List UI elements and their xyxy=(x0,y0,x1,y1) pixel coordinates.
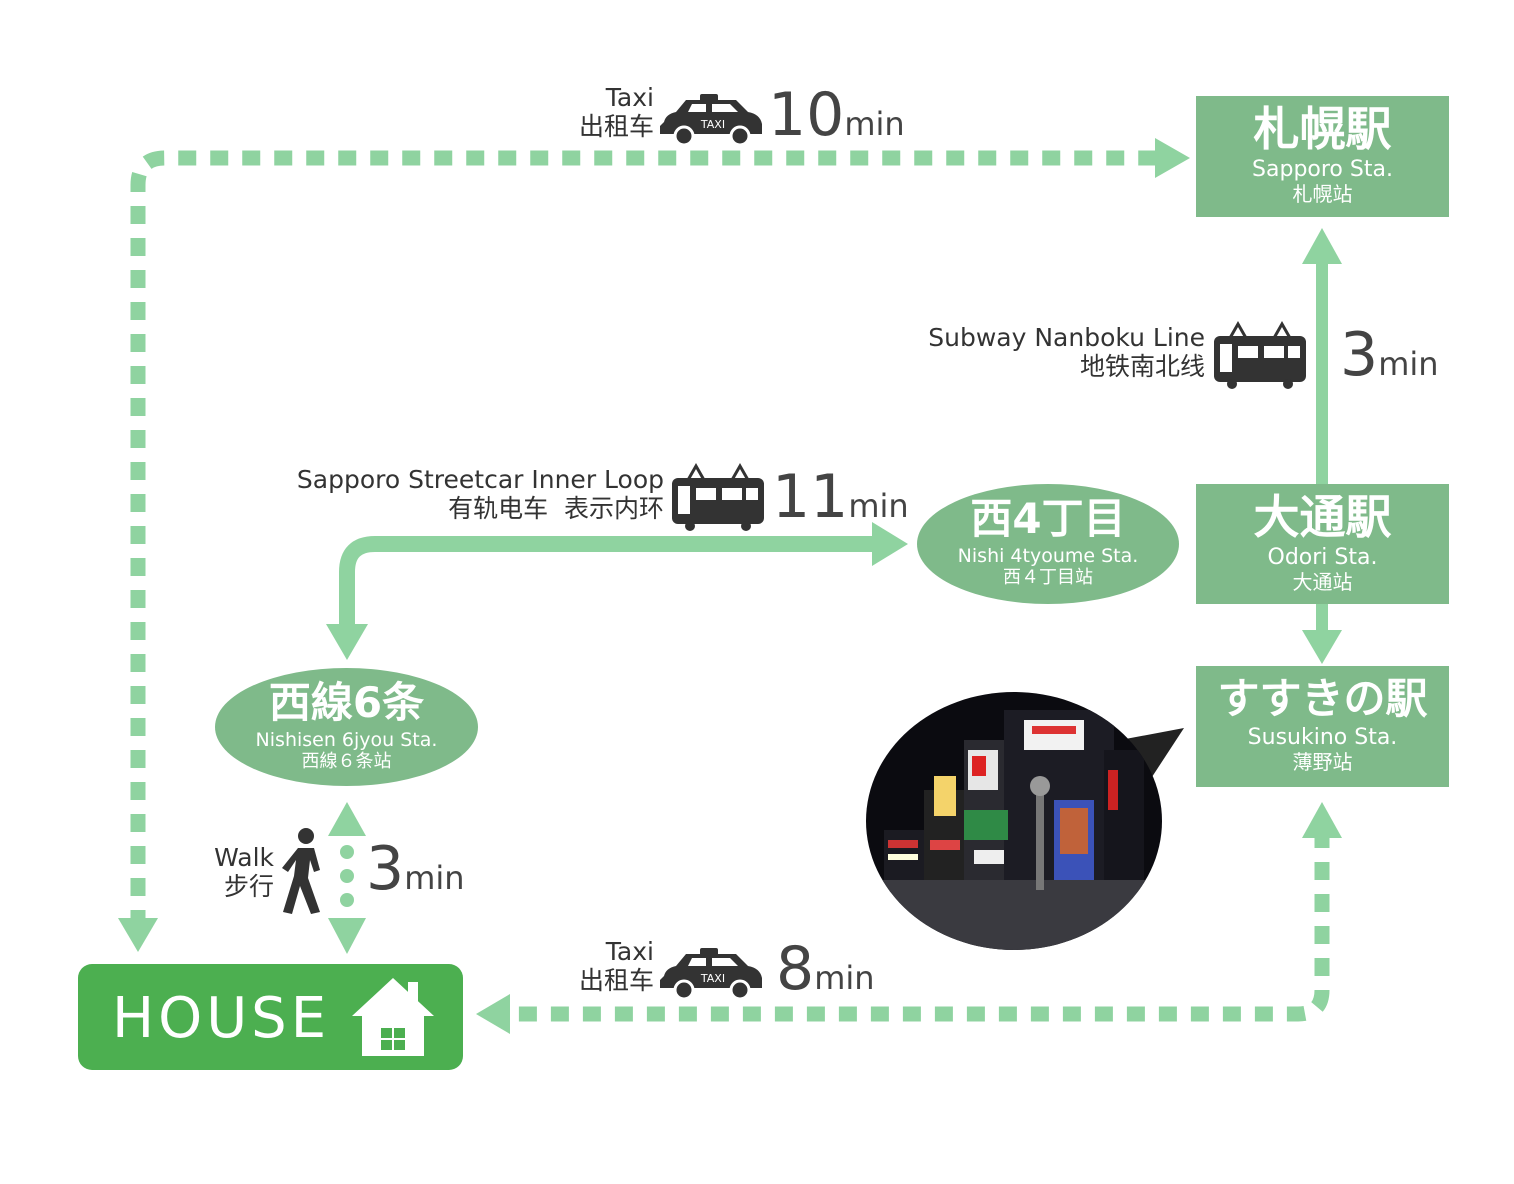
subway-label: Subway Nanboku Line 地铁南北线 xyxy=(900,324,1205,382)
taxi-bottom-unit: min xyxy=(814,959,874,997)
walk-unit: min xyxy=(404,859,464,897)
taxi-top-label: Taxi 出租车 xyxy=(540,84,654,142)
station-nishisen[interactable]: 西線6条 Nishisen 6jyou Sta. 西線６条站 xyxy=(215,668,478,786)
station-sapporo-en: Sapporo Sta. xyxy=(1196,158,1449,182)
susukino-night-photo xyxy=(864,690,1164,952)
taxi-bottom-label: Taxi 出租车 xyxy=(540,938,654,996)
station-nishisen-en: Nishisen 6jyou Sta. xyxy=(215,730,478,751)
station-nishisen-jp: 西線6条 xyxy=(215,682,478,724)
arrow-to-house-right xyxy=(476,994,510,1034)
taxi-top-en: Taxi xyxy=(540,84,654,113)
subway-num: 3 xyxy=(1340,320,1378,390)
walk-dot xyxy=(340,893,354,907)
taxi-top-num: 10 xyxy=(768,80,844,150)
streetcar-label: Sapporo Streetcar Inner Loop 有轨电车 表示内环 xyxy=(260,466,664,524)
taxi-bottom-en: Taxi xyxy=(540,938,654,967)
station-sapporo-jp: 札幌駅 xyxy=(1196,106,1449,152)
station-nishi4[interactable]: 西4丁目 Nishi 4tyoume Sta. 西４丁目站 xyxy=(917,484,1179,604)
arrow-to-house-left xyxy=(118,918,158,952)
house-icon xyxy=(348,974,438,1060)
streetcar-num: 11 xyxy=(772,462,848,532)
taxi-bottom-num: 8 xyxy=(776,934,814,1004)
arrow-up-sapporo xyxy=(1302,228,1342,264)
walk-label: Walk 步行 xyxy=(190,844,274,902)
subway-duration: 3min xyxy=(1340,320,1439,390)
house-box[interactable]: HOUSE xyxy=(78,964,463,1070)
arrow-down-nishisen xyxy=(326,624,368,660)
tram-icon xyxy=(670,458,766,532)
pedestrian-icon xyxy=(276,826,332,916)
station-nishi4-jp: 西4丁目 xyxy=(917,498,1179,540)
station-nishi4-en: Nishi 4tyoume Sta. xyxy=(917,546,1179,567)
subway-unit: min xyxy=(1378,345,1438,383)
arrow-up-walk xyxy=(328,802,366,836)
taxi-top-duration: 10min xyxy=(768,80,905,150)
taxi-bottom-duration: 8min xyxy=(776,934,875,1004)
arrow-down-walk xyxy=(328,918,366,954)
taxi-top-unit: min xyxy=(844,105,904,143)
streetcar-unit: min xyxy=(848,487,908,525)
walk-dot xyxy=(340,845,354,859)
station-susukino-jp: すすきの駅 xyxy=(1196,678,1449,720)
subway-cn: 地铁南北线 xyxy=(900,353,1205,382)
station-sapporo[interactable]: 札幌駅 Sapporo Sta. 札幌站 xyxy=(1196,96,1449,217)
taxi-sign-text: TAXI xyxy=(700,972,725,985)
station-nishisen-cn: 西線６条站 xyxy=(215,751,478,773)
walk-en: Walk xyxy=(190,844,274,873)
streetcar-duration: 11min xyxy=(772,462,909,532)
station-nishi4-cn: 西４丁目站 xyxy=(917,567,1179,589)
arrow-down-susukino xyxy=(1302,630,1342,664)
station-susukino[interactable]: すすきの駅 Susukino Sta. 薄野站 xyxy=(1196,666,1449,787)
arrow-up-susukino xyxy=(1302,802,1342,838)
taxi-icon: TAXI xyxy=(656,92,766,148)
station-susukino-cn: 薄野站 xyxy=(1196,750,1449,774)
station-odori-en: Odori Sta. xyxy=(1196,546,1449,570)
station-susukino-en: Susukino Sta. xyxy=(1196,726,1449,750)
taxi-top-cn: 出租车 xyxy=(540,113,654,142)
streetcar-route xyxy=(347,544,880,628)
station-odori-cn: 大通站 xyxy=(1196,570,1449,594)
walk-num: 3 xyxy=(366,834,404,904)
subway-en: Subway Nanboku Line xyxy=(900,324,1205,353)
taxi-sign-text: TAXI xyxy=(700,118,725,131)
station-odori-jp: 大通駅 xyxy=(1196,494,1449,540)
train-icon xyxy=(1212,316,1308,390)
station-odori[interactable]: 大通駅 Odori Sta. 大通站 xyxy=(1196,484,1449,604)
walk-duration: 3min xyxy=(366,834,465,904)
streetcar-en: Sapporo Streetcar Inner Loop xyxy=(260,466,664,495)
walk-dot xyxy=(340,869,354,883)
station-sapporo-cn: 札幌站 xyxy=(1196,182,1449,206)
walk-cn: 步行 xyxy=(190,873,274,902)
streetcar-cn: 有轨电车 表示内环 xyxy=(260,495,664,524)
house-label: HOUSE xyxy=(112,986,330,1051)
taxi-icon: TAXI xyxy=(656,946,766,1002)
arrow-to-sapporo xyxy=(1155,138,1190,178)
taxi-bottom-cn: 出租车 xyxy=(540,967,654,996)
